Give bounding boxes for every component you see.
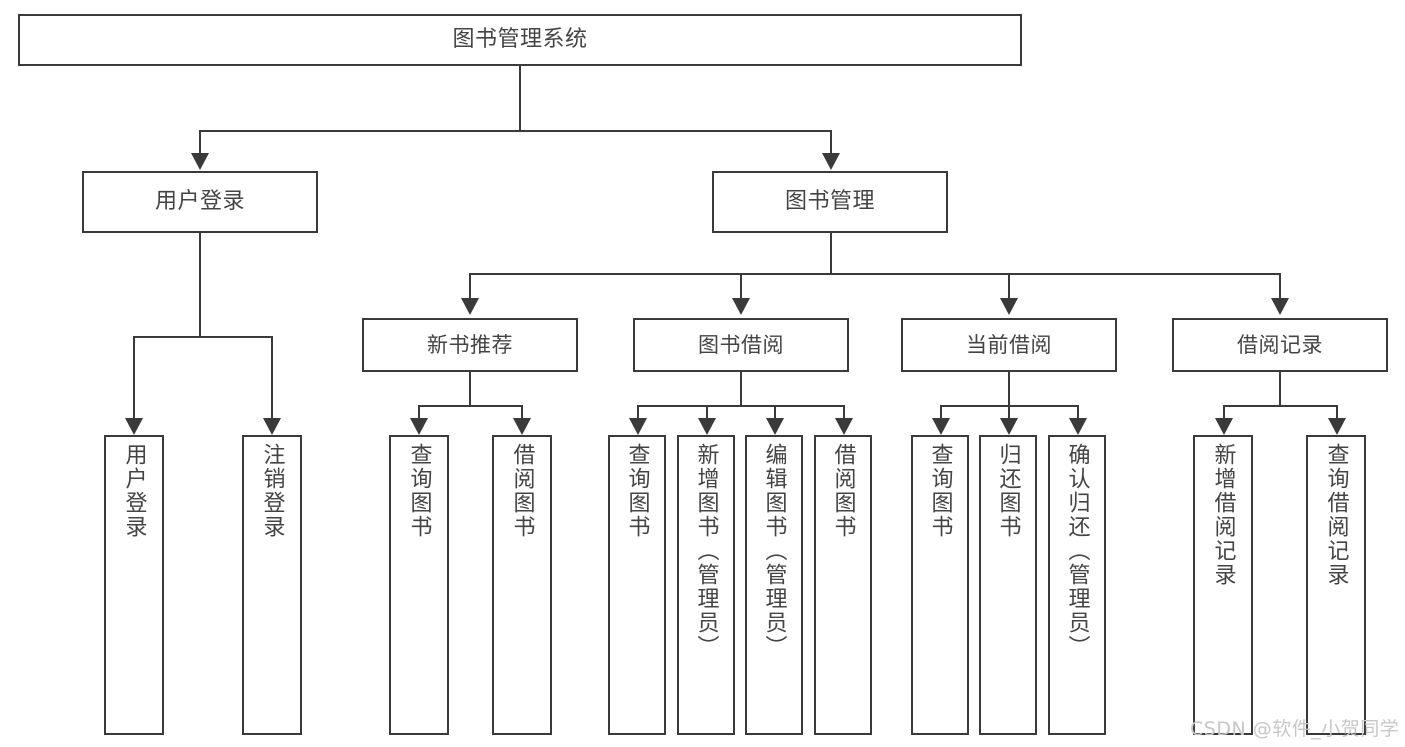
connector-user-login-bus — [133, 336, 272, 338]
arrowhead-book-mgmt-to-new-book — [461, 298, 479, 315]
node-label: 借阅记录 — [1237, 332, 1323, 357]
connector-user-login-stem — [199, 233, 201, 336]
connector-book-mgmt-branch-3 — [1008, 273, 1010, 298]
arrowhead-borrow-records-leaf-2 — [1328, 418, 1346, 435]
leaf-book-borrow-borrow-book[interactable]: 借阅图书 — [814, 435, 872, 735]
connector-root-to-user-login — [199, 130, 201, 153]
arrowhead-book-borrow-leaf-3 — [766, 418, 784, 435]
node-label: 借阅图书 — [509, 443, 535, 539]
node-label: 图书借阅 — [698, 332, 784, 357]
node-label: 查询图书 — [927, 443, 953, 539]
node-label: 当前借阅 — [966, 332, 1052, 357]
arrowhead-user-login-leaf-1 — [125, 418, 143, 435]
connector-book-mgmt-stem — [830, 233, 832, 273]
connector-book-mgmt-bus — [469, 273, 1280, 275]
connector-book-borrow-branch-3 — [774, 405, 776, 418]
connector-current-borrow-branch-3 — [1077, 405, 1079, 418]
connector-book-borrow-bus — [637, 405, 843, 407]
connector-borrow-records-branch-2 — [1336, 405, 1338, 418]
arrowhead-root-to-user-login — [191, 153, 209, 170]
leaf-user-login-logout[interactable]: 注销登录 — [242, 435, 302, 735]
leaf-book-borrow-query-book[interactable]: 查询图书 — [608, 435, 666, 735]
leaf-current-borrow-confirm-return[interactable]: 确认归还（管理员） — [1048, 435, 1106, 735]
arrowhead-new-book-leaf-1 — [410, 418, 428, 435]
node-user-login[interactable]: 用户登录 — [82, 171, 318, 233]
connector-borrow-records-bus — [1223, 405, 1336, 407]
arrowhead-current-borrow-leaf-3 — [1069, 418, 1087, 435]
arrowhead-root-to-book-mgmt — [822, 153, 840, 170]
arrowhead-current-borrow-leaf-2 — [1000, 418, 1018, 435]
leaf-user-login-login[interactable]: 用户登录 — [104, 435, 164, 735]
node-new-book-recommend[interactable]: 新书推荐 — [362, 318, 578, 372]
connector-book-mgmt-branch-4 — [1279, 273, 1281, 298]
connector-book-borrow-branch-4 — [843, 405, 845, 418]
connector-new-book-branch-2 — [521, 405, 523, 418]
connector-user-login-branch-2 — [271, 336, 273, 418]
connector-book-borrow-branch-1 — [637, 405, 639, 418]
arrowhead-book-borrow-leaf-2 — [698, 418, 716, 435]
node-label: 查询借阅记录 — [1323, 443, 1349, 587]
node-root-system[interactable]: 图书管理系统 — [18, 14, 1022, 66]
leaf-book-borrow-add-book[interactable]: 新增图书（管理员） — [677, 435, 735, 735]
node-current-borrow[interactable]: 当前借阅 — [901, 318, 1117, 372]
connector-current-borrow-branch-2 — [1008, 405, 1010, 418]
connector-root-stem — [519, 66, 521, 130]
node-label: 用户登录 — [154, 189, 245, 215]
arrowhead-book-mgmt-to-borrow — [732, 298, 750, 315]
connector-root-to-book-mgmt — [830, 130, 832, 153]
node-label: 确认归还（管理员） — [1064, 443, 1090, 659]
arrowhead-borrow-records-leaf-1 — [1215, 418, 1233, 435]
leaf-current-borrow-return-book[interactable]: 归还图书 — [979, 435, 1037, 735]
leaf-new-book-query-book[interactable]: 查询图书 — [389, 435, 449, 735]
leaf-borrow-records-add-record[interactable]: 新增借阅记录 — [1193, 435, 1253, 735]
node-label: 新增借阅记录 — [1210, 443, 1236, 587]
connector-new-book-stem — [469, 372, 471, 405]
node-label: 归还图书 — [995, 443, 1021, 539]
arrowhead-book-borrow-leaf-1 — [629, 418, 647, 435]
connector-root-bus — [199, 130, 831, 132]
arrowhead-book-mgmt-to-current — [1000, 298, 1018, 315]
connector-book-borrow-branch-2 — [706, 405, 708, 418]
node-label: 查询图书 — [624, 443, 650, 539]
leaf-current-borrow-query-book[interactable]: 查询图书 — [911, 435, 969, 735]
node-label: 新书推荐 — [427, 332, 513, 357]
connector-book-mgmt-branch-1 — [469, 273, 471, 298]
node-label: 查询图书 — [406, 443, 432, 539]
connector-borrow-records-branch-1 — [1223, 405, 1225, 418]
connector-new-book-bus — [418, 405, 521, 407]
leaf-borrow-records-query-record[interactable]: 查询借阅记录 — [1306, 435, 1366, 735]
arrowhead-book-mgmt-to-records — [1271, 298, 1289, 315]
node-label: 图书管理系统 — [452, 27, 588, 53]
connector-user-login-branch-1 — [133, 336, 135, 418]
connector-book-mgmt-branch-2 — [740, 273, 742, 298]
arrowhead-current-borrow-leaf-1 — [932, 418, 950, 435]
node-book-management[interactable]: 图书管理 — [712, 171, 948, 233]
arrowhead-user-login-leaf-2 — [263, 418, 281, 435]
node-book-borrow[interactable]: 图书借阅 — [633, 318, 849, 372]
arrowhead-new-book-leaf-2 — [513, 418, 531, 435]
connector-current-borrow-branch-1 — [940, 405, 942, 418]
connector-new-book-branch-1 — [418, 405, 420, 418]
node-label: 用户登录 — [121, 443, 147, 539]
node-label: 借阅图书 — [830, 443, 856, 539]
node-label: 注销登录 — [259, 443, 285, 539]
leaf-new-book-borrow-book[interactable]: 借阅图书 — [492, 435, 552, 735]
arrowhead-book-borrow-leaf-4 — [835, 418, 853, 435]
leaf-book-borrow-edit-book[interactable]: 编辑图书（管理员） — [745, 435, 803, 735]
connector-current-borrow-stem — [1008, 372, 1010, 405]
connector-book-borrow-stem — [740, 372, 742, 405]
connector-borrow-records-stem — [1279, 372, 1281, 405]
node-label: 编辑图书（管理员） — [761, 443, 787, 659]
node-label: 图书管理 — [784, 189, 875, 215]
node-borrow-records[interactable]: 借阅记录 — [1172, 318, 1388, 372]
node-label: 新增图书（管理员） — [693, 443, 719, 659]
